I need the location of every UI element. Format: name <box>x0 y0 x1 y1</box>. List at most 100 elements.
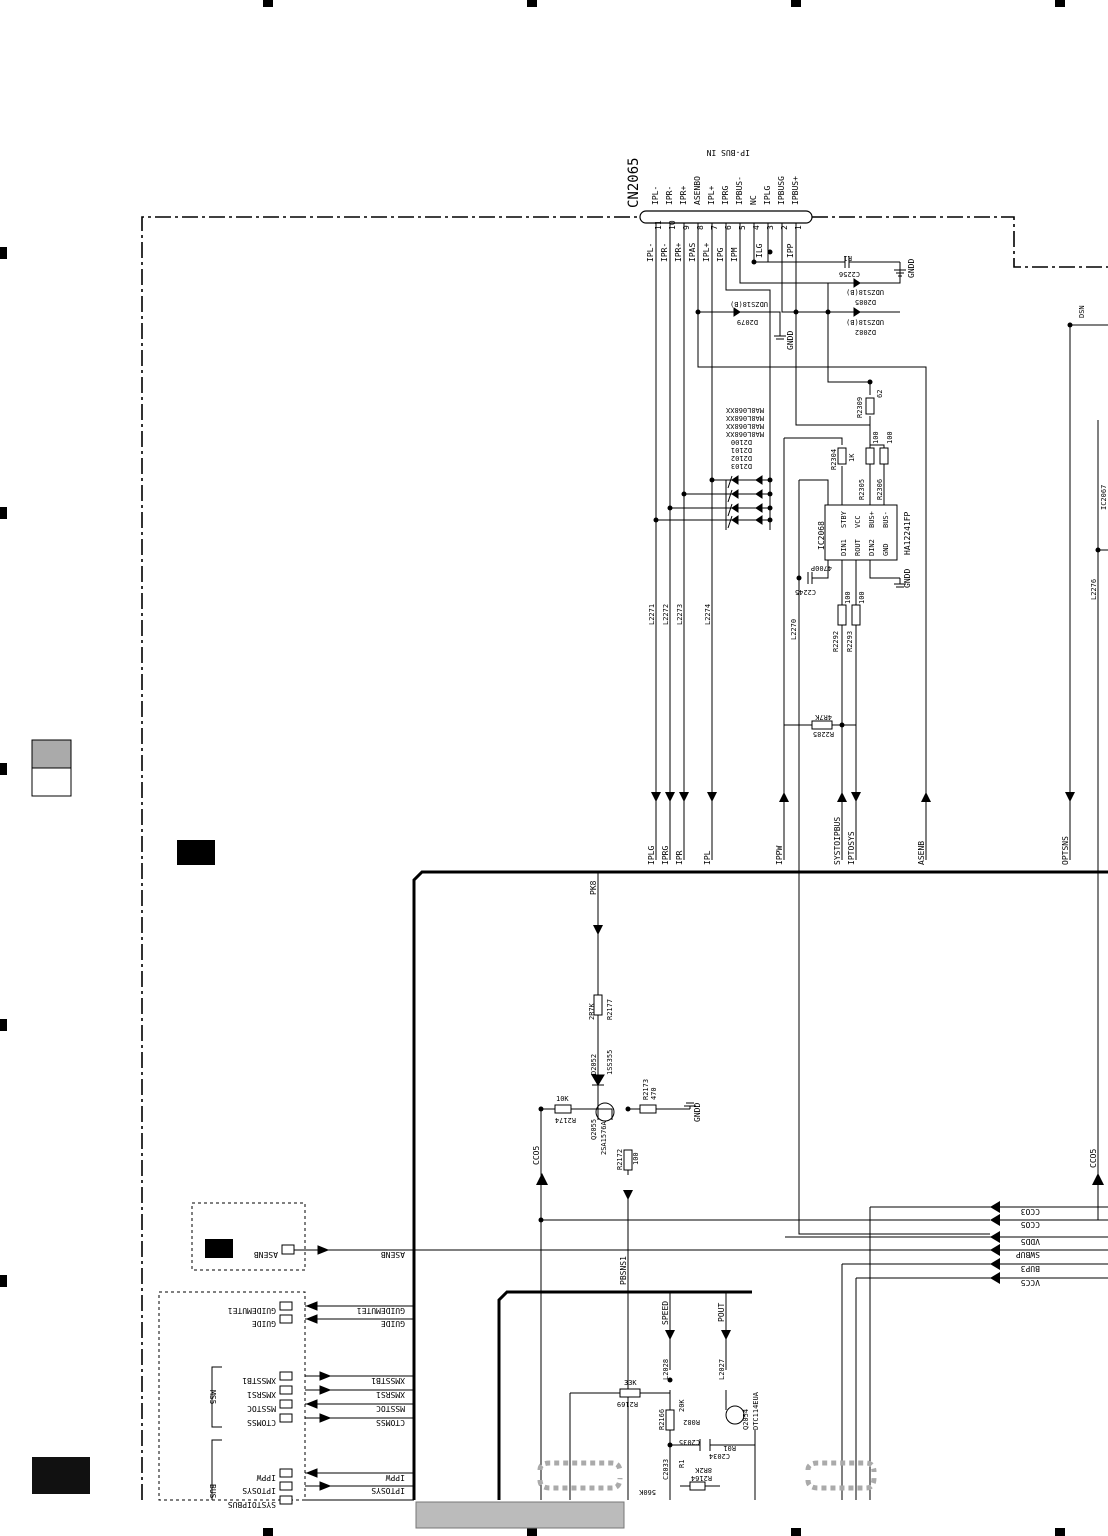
black-corner-block <box>32 1457 90 1494</box>
svg-text:ASENB: ASENB <box>381 1250 405 1259</box>
port-label: XMSSTB1 <box>242 1376 276 1385</box>
svg-text:UDZS18(B): UDZS18(B) <box>730 300 768 308</box>
bus-lines <box>412 870 1108 1500</box>
resistor-r2174: 10K R2174 <box>554 1095 576 1124</box>
pin-number: 7 <box>710 225 719 230</box>
svg-text:R082: R082 <box>683 1418 700 1426</box>
svg-text:L2273: L2273 <box>676 604 684 625</box>
row-label: GUIDE <box>381 1319 405 1328</box>
signal-arrows <box>651 792 1075 802</box>
pin-number: 11 <box>654 220 663 230</box>
svg-text:STBY: STBY <box>840 510 848 528</box>
rail-label: CCO5 <box>1021 1220 1040 1229</box>
diode-d2052: D2052 1SS355 <box>590 1050 614 1086</box>
board-outline <box>141 216 1108 1500</box>
signal-label: IPRG <box>661 846 670 865</box>
svg-text:1K: 1K <box>848 453 856 462</box>
resistor-r2309: R2309 62 <box>856 390 884 418</box>
svg-text:C2256: C2256 <box>839 270 860 278</box>
pk8-label: PK8 <box>589 880 598 895</box>
rail-label: VCC5 <box>1021 1278 1040 1287</box>
rail-label: CCO3 <box>1021 1207 1040 1216</box>
power-rails <box>305 1206 1108 1500</box>
resistor-r2166: R2166 20K R082 <box>658 1399 700 1431</box>
svg-text:100: 100 <box>632 1152 640 1165</box>
side-tab-gray <box>31 739 72 769</box>
port-label: GUIDE <box>252 1319 276 1328</box>
c2033-label: C2033 <box>662 1459 670 1480</box>
svg-text:L2276: L2276 <box>1090 579 1098 600</box>
port-boxes <box>279 1301 293 1505</box>
svg-text:GNDD: GNDD <box>693 1103 702 1122</box>
svg-text:BUS+: BUS+ <box>868 511 876 528</box>
pk8-arrows <box>536 925 1104 1200</box>
svg-text:D2101: D2101 <box>731 446 752 454</box>
svg-text:ROUT: ROUT <box>854 538 862 556</box>
svg-text:Q2054: Q2054 <box>742 1409 750 1430</box>
inductor-labels: L2271 L2272 L2273 L2274 L2270 L2276 IC20… <box>648 305 1108 640</box>
svg-text:D2082: D2082 <box>855 328 876 336</box>
pin-label: NC <box>749 195 758 205</box>
svg-text:D2102: D2102 <box>731 454 752 462</box>
svg-text:R2304: R2304 <box>830 449 838 470</box>
svg-text:33K: 33K <box>624 1379 637 1387</box>
port-label: MSSTOC <box>247 1404 276 1413</box>
pin-label: IPL+ <box>707 186 716 205</box>
pin-label: IPR- <box>665 186 674 205</box>
resistor-r2285: R2285 4R7K <box>811 713 834 738</box>
pin-label: IPBUS- <box>735 176 744 205</box>
row-label: MSSTOC <box>376 1404 405 1413</box>
speed-label: SPEED <box>661 1301 670 1325</box>
net-label: IPR+ <box>674 243 683 262</box>
side-tab-white <box>31 767 72 797</box>
svg-text:GND: GND <box>882 543 890 556</box>
rail-labels: CCO3 CCO5 VDD5 SWBUP BUP3 VCC5 <box>1016 1207 1040 1287</box>
svg-text:100: 100 <box>858 591 866 604</box>
gnd-symbol-2: GNDD <box>894 569 912 588</box>
svg-text:100: 100 <box>886 431 894 444</box>
net-label: IPAS <box>688 243 697 262</box>
svg-text:8R2K: 8R2K <box>694 1466 712 1474</box>
pin-number: 2 <box>780 225 789 230</box>
group-ms-label: MS5 <box>208 1390 217 1405</box>
c2035: C2035 C2034 R01 <box>679 1438 736 1460</box>
pin-label: IPBUSG <box>777 176 786 205</box>
svg-text:R2305: R2305 <box>858 479 866 500</box>
svg-text:2R7K: 2R7K <box>588 1002 596 1020</box>
signal-label: IPTOSYS <box>847 831 856 865</box>
resistor-r2305: R2305 100 <box>858 431 880 500</box>
svg-text:D2085: D2085 <box>855 298 876 306</box>
r-560k-label: 560K <box>638 1488 656 1496</box>
left-dashed-boxes <box>158 1202 306 1501</box>
svg-text:D2079: D2079 <box>737 318 758 326</box>
pin-number: 10 <box>668 220 677 230</box>
row-label: XMSRS1 <box>376 1390 405 1399</box>
row-signal-labels: GUIDEMUTE1 GUIDE XMSSTB1 XMSRS1 MSSTOC C… <box>357 1306 405 1495</box>
signal-label: SYSTOIPBUS <box>833 817 842 865</box>
svg-text:C2035: C2035 <box>679 1438 700 1446</box>
svg-text:DIN2: DIN2 <box>868 539 876 556</box>
registration-marks <box>0 0 1065 1536</box>
net-label: IPG <box>716 247 725 262</box>
svg-text:20K: 20K <box>678 1399 686 1412</box>
svg-text:DIN1: DIN1 <box>840 539 848 556</box>
net-label: IPL+ <box>702 243 711 262</box>
svg-text:470: 470 <box>650 1087 658 1100</box>
diode-array <box>725 475 771 530</box>
group-brackets <box>211 1366 222 1500</box>
row-label: CTOMSS <box>376 1418 405 1427</box>
cco5-label-right: CCO5 <box>1089 1149 1098 1168</box>
resistor-r2304: R2304 1K <box>830 447 856 470</box>
svg-text:4700P: 4700P <box>811 564 832 572</box>
svg-text:R2164: R2164 <box>691 1474 712 1482</box>
signal-label: IPPW <box>775 846 784 865</box>
black-label-block <box>177 840 215 865</box>
svg-text:R2293: R2293 <box>846 631 854 652</box>
pin-number: 3 <box>766 225 775 230</box>
pin-label: IPL- <box>651 186 660 205</box>
svg-text:IC2068: IC2068 <box>817 521 826 550</box>
svg-text:R1: R1 <box>844 254 852 262</box>
svg-text:D2103: D2103 <box>731 462 752 470</box>
pin-number: 5 <box>738 225 747 230</box>
